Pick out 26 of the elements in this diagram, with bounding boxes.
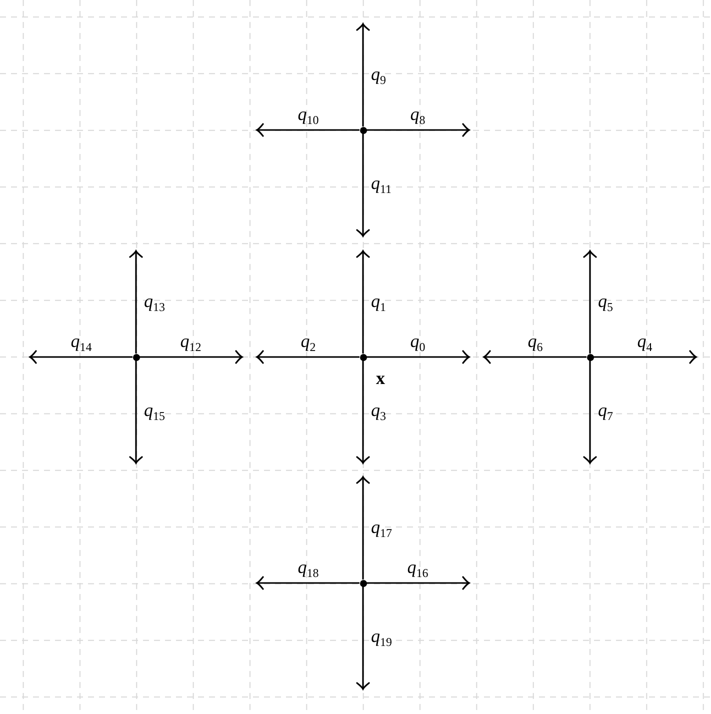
edge-label: q$_{10}$ [298,105,319,126]
edge-label: q$_{2}$ [300,332,316,353]
edge-label: q$_{4}$ [637,332,652,353]
edge-label: q$_{1}$ [371,292,386,313]
edge-label: q$_{5}$ [598,292,613,313]
point-label: x [376,369,385,387]
edge-label: q$_{8}$ [410,105,426,126]
point-dot [360,580,366,586]
point-dot [360,354,366,360]
edge-label: q$_{7}$ [598,401,613,422]
point-dot [586,354,594,360]
edge-label: q$_{15}$ [144,401,165,422]
edge-label: q$_{13}$ [144,292,165,313]
edge-label: q$_{18}$ [298,558,319,579]
edge-label: q$_{17}$ [371,518,392,539]
edge-label: q$_{12}$ [180,332,202,353]
point-dot [132,354,140,360]
edge-label: q$_{11}$ [371,174,392,196]
edge-label: q$_{19}$ [371,627,392,648]
edge-label: q$_{9}$ [371,64,386,86]
edge-label: q$_{6}$ [528,332,543,353]
edge-label: q$_{16}$ [407,558,428,579]
edge-label: q$_{3}$ [371,401,386,422]
edge-label: q$_{14}$ [70,332,92,353]
point-dot [360,126,366,134]
edge-label: q$_{0}$ [410,332,426,353]
